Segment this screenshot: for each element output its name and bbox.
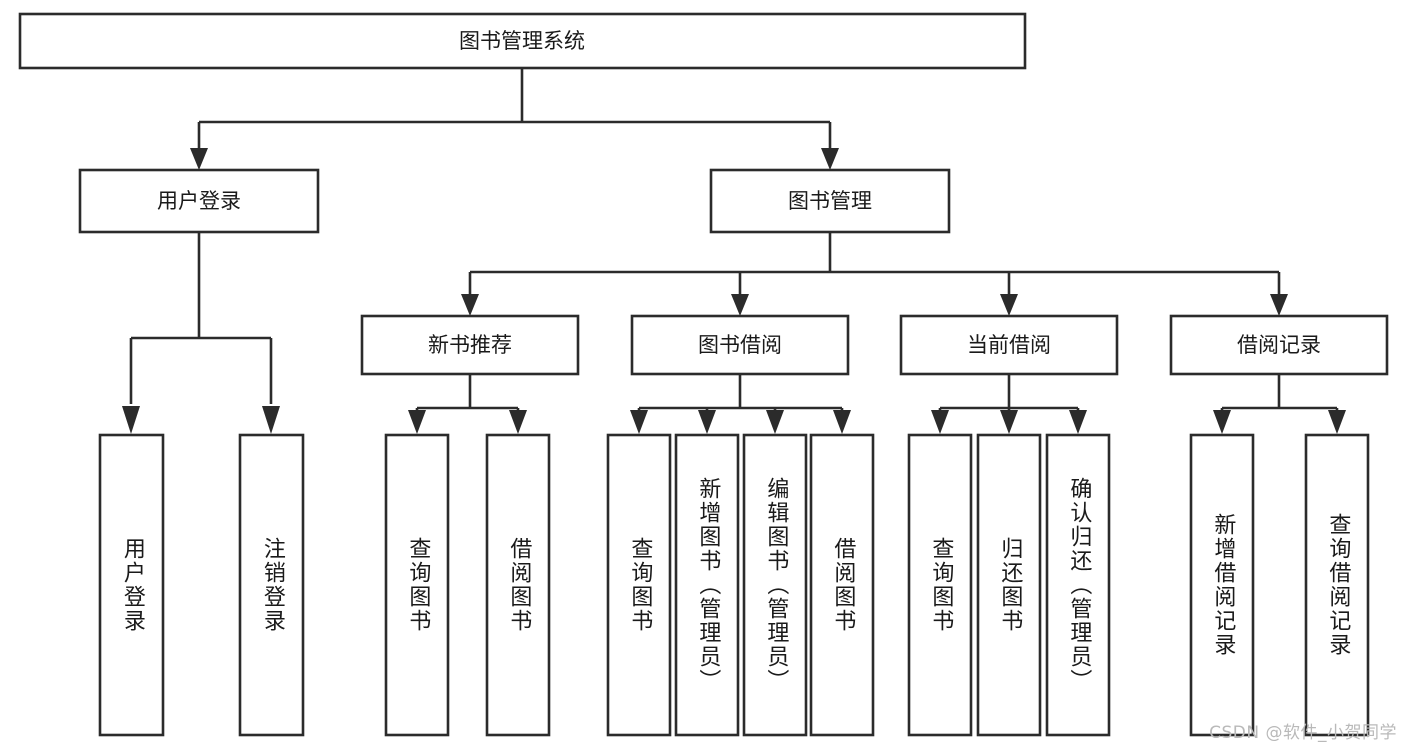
arrow-head-leaf-query-book-3: [931, 410, 949, 434]
arrow-head-leaf-user-logout: [262, 406, 280, 434]
node-leaf-add-record-box[interactable]: [1189, 433, 1255, 737]
arrow-head-leaf-query-book-1: [408, 410, 426, 434]
arrow-head-leaf-confirm-return: [1069, 410, 1087, 434]
node-borrow-record-box[interactable]: [1169, 314, 1389, 376]
node-new-book-recommend-box[interactable]: [360, 314, 580, 376]
node-borrow-record-label: 借阅记录: [1237, 333, 1321, 357]
arrow-head-leaf-query-book-2: [630, 410, 648, 434]
node-new-book-recommend-label: 新书推荐: [428, 333, 512, 357]
arrow-head-leaf-return-book: [1000, 410, 1018, 434]
arrow-head-current-borrow: [1000, 294, 1018, 316]
node-book-borrow-label: 图书借阅: [698, 333, 782, 357]
node-leaf-edit-book-box[interactable]: [742, 433, 808, 737]
node-root-label: 图书管理系统: [459, 29, 585, 53]
node-leaf-confirm-return-box[interactable]: [1045, 433, 1111, 737]
node-leaf-add-book-box[interactable]: [674, 433, 740, 737]
node-leaf-query-book-2-box[interactable]: [606, 433, 672, 737]
node-user-login-label: 用户登录: [157, 189, 241, 213]
arrow-head-leaf-user-login: [122, 406, 140, 434]
watermark-text: CSDN @软件_小贺同学: [1209, 723, 1397, 743]
arrow-head-leaf-add-record: [1213, 410, 1231, 434]
node-current-borrow-label: 当前借阅: [967, 333, 1051, 357]
node-leaf-return-book-box[interactable]: [976, 433, 1042, 737]
arrow-head-user-login: [190, 148, 208, 170]
node-leaf-borrow-book-2-box[interactable]: [809, 433, 875, 737]
node-layer: 图书管理系统 用户登录 图书管理 新书推荐 图书借阅 当前借阅 借阅记录: [18, 12, 1389, 737]
node-leaf-query-book-3-box[interactable]: [907, 433, 973, 737]
node-user-login-box[interactable]: [78, 168, 320, 234]
arrow-head-new-book: [461, 294, 479, 316]
node-leaf-user-login-box[interactable]: [98, 433, 165, 737]
node-leaf-query-book-1-box[interactable]: [384, 433, 450, 737]
arrow-head-leaf-borrow-book-2: [833, 410, 851, 434]
node-book-manage-box[interactable]: [709, 168, 951, 234]
node-leaf-user-logout-box[interactable]: [238, 433, 305, 737]
arrow-head-leaf-add-book: [698, 410, 716, 434]
arrow-head-leaf-borrow-book-1: [509, 410, 527, 434]
arrow-head-leaf-edit-book: [766, 410, 784, 434]
node-book-manage-label: 图书管理: [788, 189, 872, 213]
node-leaf-query-record-box[interactable]: [1304, 433, 1370, 737]
node-book-borrow-box[interactable]: [630, 314, 850, 376]
node-current-borrow-box[interactable]: [899, 314, 1119, 376]
node-root-box[interactable]: [18, 12, 1027, 70]
connector-layer: [122, 68, 1346, 434]
arrow-head-borrow-record: [1270, 294, 1288, 316]
arrow-head-leaf-query-record: [1328, 410, 1346, 434]
arrow-head-book-manage: [821, 148, 839, 170]
node-leaf-borrow-book-1-box[interactable]: [485, 433, 551, 737]
arrow-head-book-borrow: [731, 294, 749, 316]
